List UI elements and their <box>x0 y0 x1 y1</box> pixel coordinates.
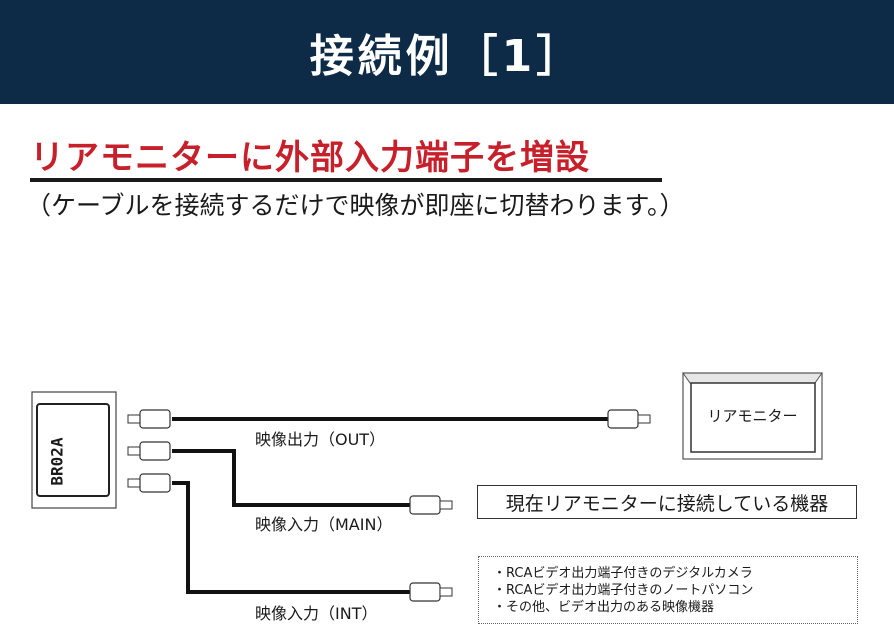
rca-connector-monitor <box>607 409 651 429</box>
port-label-out: 映像出力（OUT） <box>255 430 386 449</box>
rca-connector-int-end <box>409 582 453 602</box>
rca-connector-main <box>127 441 171 461</box>
int-target-item: ・RCAビデオ出力端子付きのデジタルカメラ <box>493 566 753 581</box>
page-title: 接続例［1］ <box>309 31 585 82</box>
headline-underline <box>30 178 662 182</box>
port-label-main: 映像入力（MAIN） <box>255 515 393 534</box>
monitor-box <box>682 372 823 460</box>
port-label-int: 映像入力（INT） <box>255 604 378 623</box>
int-target-item: ・RCAビデオ出力端子付きのノートパソコン <box>493 583 754 598</box>
device-box <box>31 391 117 509</box>
int-target-box: ・RCAビデオ出力端子付きのデジタルカメラ ・RCAビデオ出力端子付きのノートパ… <box>478 556 858 624</box>
subheadline: （ケーブルを接続するだけで映像が即座に切替わります。） <box>26 191 685 220</box>
cable-main <box>172 449 410 507</box>
cable-int <box>172 481 410 594</box>
headline: リアモニターに外部入力端子を増設 <box>30 138 590 178</box>
device-label: BR02A <box>47 436 67 486</box>
rca-connector-out <box>127 409 171 429</box>
int-target-item: ・その他、ビデオ出力のある映像機器 <box>493 600 715 615</box>
main-target-box: 現在リアモニターに接続している機器 <box>477 485 857 519</box>
rca-connector-int <box>127 473 171 493</box>
monitor-label: リアモニター <box>707 407 798 425</box>
rca-connector-main-end <box>409 495 453 515</box>
header-bar: 接続例［1］ <box>0 0 894 104</box>
